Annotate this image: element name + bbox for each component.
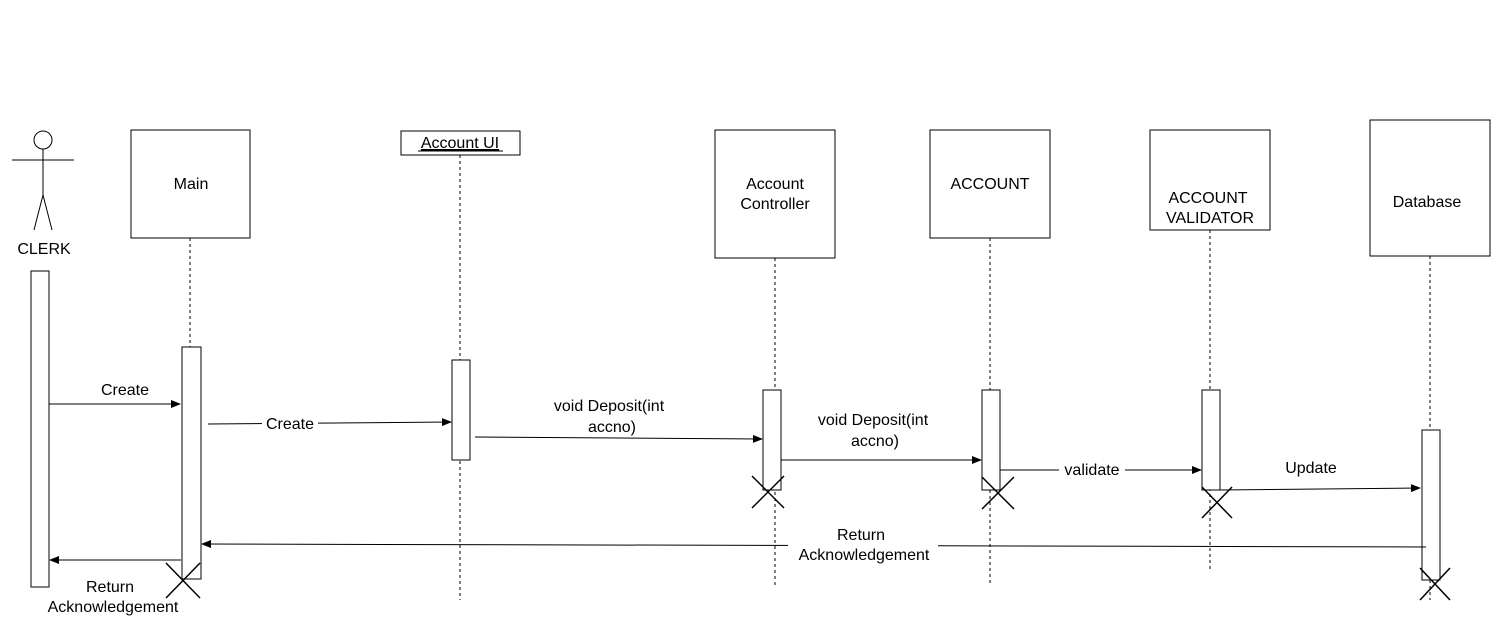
actor-head <box>33 130 53 150</box>
message-validate-label: validate <box>1064 462 1119 479</box>
account-participant-label: ACCOUNT <box>950 176 1029 193</box>
account-validator-label-line1: ACCOUNT <box>1168 190 1247 207</box>
message-deposit-label-2-line1: void Deposit(int <box>818 412 929 429</box>
message-return-label-bg-db <box>788 524 938 566</box>
account-participant-box <box>929 129 1051 239</box>
account-controller-destroy-mark <box>751 475 785 509</box>
message-deposit-label-2-line2: accno) <box>851 433 899 450</box>
account-controller-activation <box>762 389 782 491</box>
message-return-label-db-line1: Return <box>837 527 885 544</box>
message-deposit-arrow-1 <box>474 434 763 443</box>
message-create-label-bg-2 <box>262 413 318 433</box>
account-controller-label-line1: Account <box>746 176 804 193</box>
database-destroy-mark <box>1419 567 1451 601</box>
message-return-label-clerk-line2: Acknowledgement <box>48 599 179 616</box>
account-ui-activation <box>451 359 471 461</box>
message-return-label-db-line2: Acknowledgement <box>799 547 930 564</box>
account-validator-label-line2: VALIDATOR <box>1166 210 1254 227</box>
message-return-label-clerk-line1: Return <box>86 579 134 596</box>
message-create-label-2: Create <box>266 416 314 433</box>
database-participant-box <box>1369 119 1491 257</box>
database-activation <box>1421 429 1441 581</box>
account-controller-participant-box <box>714 129 836 259</box>
main-participant-label: Main <box>174 176 209 193</box>
clerk-actor: CLERK <box>12 130 74 258</box>
actor-right-leg <box>42 194 53 231</box>
account-ui-participant-label: Account UI <box>421 135 499 152</box>
message-update-arrow <box>1219 484 1421 493</box>
account-validator-activation <box>1201 389 1221 491</box>
account-controller-label-line2: Controller <box>740 196 810 213</box>
message-create-label-1: Create <box>101 382 149 399</box>
main-participant-box <box>130 129 251 239</box>
account-destroy-mark <box>981 476 1015 510</box>
database-participant-label: Database <box>1393 194 1462 211</box>
account-validator-destroy-mark <box>1201 486 1233 519</box>
message-update-label: Update <box>1285 460 1337 477</box>
main-destroy-mark <box>165 562 201 599</box>
clerk-activation <box>30 270 50 588</box>
message-deposit-label-1-line2: accno) <box>588 419 636 436</box>
message-validate-label-bg <box>1059 459 1125 479</box>
actor-label: CLERK <box>17 241 71 258</box>
account-activation <box>981 389 1001 491</box>
message-create-arrow-2 <box>207 418 452 427</box>
actor-left-leg <box>33 194 44 231</box>
main-activation <box>181 346 202 580</box>
message-deposit-label-1-line1: void Deposit(int <box>554 398 665 415</box>
